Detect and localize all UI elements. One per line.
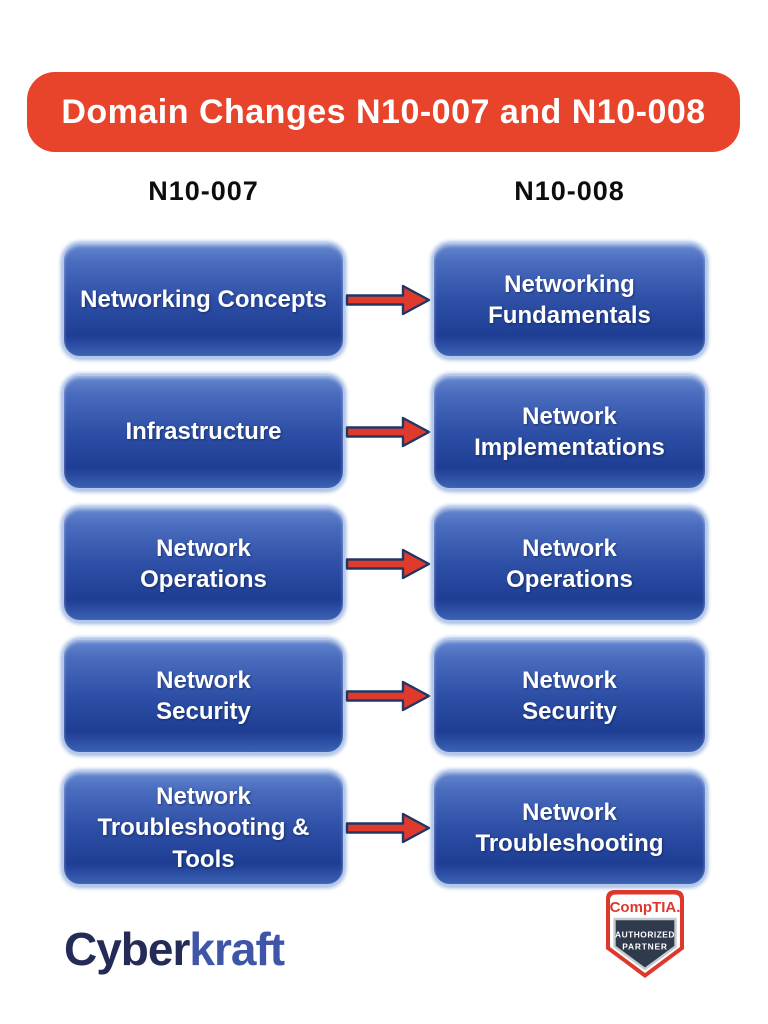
right-arrow-icon (345, 548, 431, 580)
arrow-row-4 (345, 638, 432, 754)
cyberkraft-logo-kraft: kraft (189, 923, 285, 975)
cyberkraft-logo-cyber: Cyber (64, 923, 190, 975)
right-arrow-icon (345, 680, 431, 712)
domain-box-old-network-troubleshooting-tools: Network Troubleshooting & Tools (62, 770, 345, 886)
domain-box-old-network-security: Network Security (62, 638, 345, 754)
domain-box-old-networking-concepts: Networking Concepts (62, 242, 345, 358)
domain-box-old-network-operations: Network Operations (62, 506, 345, 622)
comptia-shield-icon: CompTIA. AUTHORIZED PARTNER (606, 890, 684, 978)
comptia-brand-text: CompTIA. (610, 899, 681, 916)
arrow-row-2 (345, 374, 432, 490)
right-arrow-icon (345, 416, 431, 448)
arrow-row-3 (345, 506, 432, 622)
domain-box-new-network-security: Network Security (432, 638, 707, 754)
column-header-n10-008: N10-008 (514, 176, 625, 206)
badge-partner-text: PARTNER (622, 942, 667, 952)
badge-authorized-text: AUTHORIZED (615, 930, 675, 940)
domain-box-new-network-operations: Network Operations (432, 506, 707, 622)
domain-box-new-networking-fundamentals: Networking Fundamentals (432, 242, 707, 358)
right-arrow-icon (345, 812, 431, 844)
arrow-row-5 (345, 770, 432, 886)
domain-box-new-network-troubleshooting: Network Troubleshooting (432, 770, 707, 886)
title-banner: Domain Changes N10-007 and N10-008 (27, 72, 740, 152)
cyberkraft-logo: Cyberkraft (64, 922, 285, 976)
domain-box-old-infrastructure: Infrastructure (62, 374, 345, 490)
domain-mapping-grid: Networking Concepts Networking Fundament… (62, 242, 707, 886)
domain-box-new-network-implementations: Network Implementations (432, 374, 707, 490)
arrow-row-1 (345, 242, 432, 358)
right-arrow-icon (345, 284, 431, 316)
comptia-authorized-partner-badge: CompTIA. AUTHORIZED PARTNER (604, 889, 686, 986)
column-header-n10-007: N10-007 (148, 176, 259, 206)
page-title: Domain Changes N10-007 and N10-008 (61, 92, 706, 131)
